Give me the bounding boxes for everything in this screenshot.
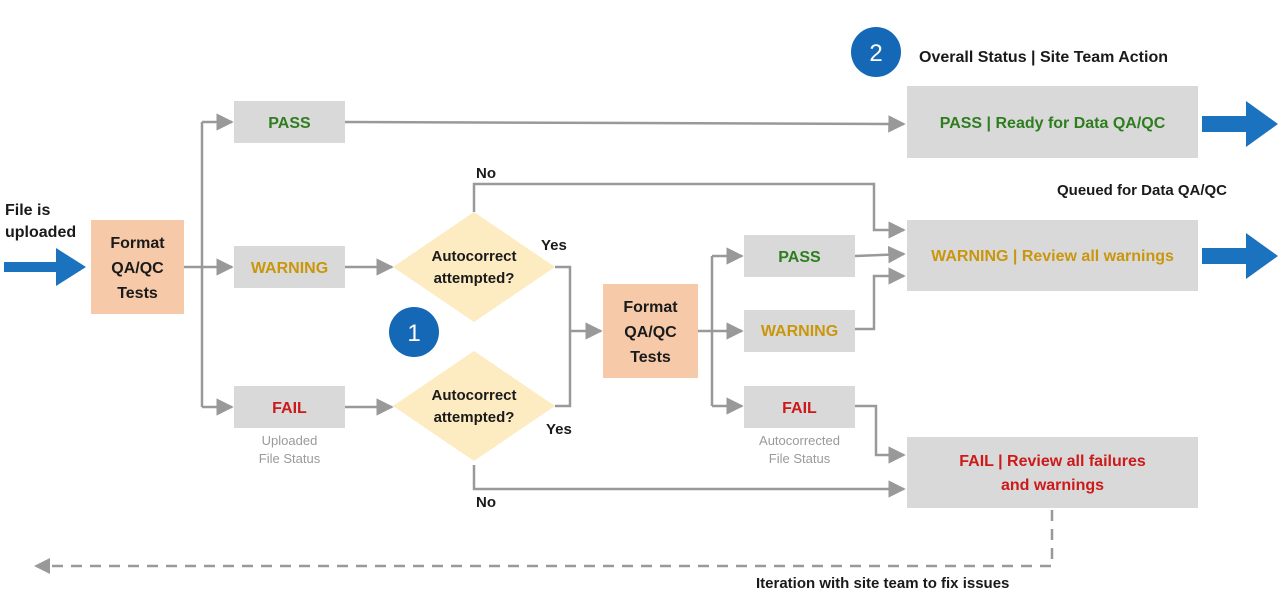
uploaded-caption-line2: File Status bbox=[259, 451, 321, 466]
decision-top-line1: Autocorrect bbox=[431, 248, 516, 265]
tests1-line3: Tests bbox=[117, 285, 158, 302]
connector-top-no bbox=[472, 182, 906, 239]
connector-auto-fail-to-fail bbox=[855, 404, 906, 464]
decision-bottom-line1: Autocorrect bbox=[431, 387, 516, 404]
auto-caption-line2: File Status bbox=[769, 451, 831, 466]
step-badge-2: 2 bbox=[851, 27, 901, 77]
iteration-label: Iteration with site team to fix issues bbox=[756, 575, 1009, 592]
step-badge-1: 1 bbox=[389, 307, 439, 357]
outcome-warning-box: WARNING | Review all warnings bbox=[907, 220, 1198, 291]
outcome-fail-action-line2: and warnings bbox=[1001, 477, 1104, 494]
start-label-line2: uploaded bbox=[5, 224, 76, 241]
uploaded-fail-label: FAIL bbox=[272, 400, 307, 417]
uploaded-fail-box: FAIL bbox=[234, 386, 345, 428]
auto-caption-line1: Autocorrected bbox=[759, 433, 840, 448]
outcome-pass-separator: | bbox=[987, 115, 991, 132]
auto-pass-label: PASS bbox=[778, 249, 821, 266]
start-arrow bbox=[4, 248, 86, 286]
outcome-warning-status: WARNING bbox=[931, 248, 1008, 265]
tests2-line2: QA/QC bbox=[624, 324, 677, 341]
queued-label: Queued for Data QA/QC bbox=[1057, 182, 1227, 199]
uploaded-warning-box: WARNING bbox=[234, 246, 345, 288]
outcome-pass-arrow bbox=[1202, 101, 1278, 147]
auto-warning-box: WARNING bbox=[744, 310, 855, 352]
outcome-pass-box: PASS | Ready for Data QA/QC bbox=[907, 86, 1198, 158]
decision-bottom-no-label: No bbox=[476, 494, 496, 511]
outcome-fail-separator: | bbox=[998, 453, 1002, 470]
tests-box-2: Format QA/QC Tests bbox=[603, 284, 698, 378]
outcome-fail-status: FAIL bbox=[959, 453, 994, 470]
outcome-pass-status: PASS bbox=[940, 115, 983, 132]
tests-box-1: Format QA/QC Tests bbox=[91, 220, 184, 314]
connector-auto-warning-to-warning bbox=[855, 267, 906, 331]
tests2-line3: Tests bbox=[630, 349, 671, 366]
auto-pass-box: PASS bbox=[744, 235, 855, 277]
auto-fail-box: FAIL bbox=[744, 386, 855, 428]
outcome-warning-action: Review all warnings bbox=[1022, 248, 1174, 265]
uploaded-pass-box: PASS bbox=[234, 101, 345, 143]
connectors bbox=[34, 113, 1054, 574]
decision-top: Autocorrect attempted? bbox=[393, 212, 555, 322]
outcome-warning-text: WARNING | Review all warnings bbox=[931, 248, 1174, 265]
decision-top-no-label: No bbox=[476, 165, 496, 182]
outcome-warning-arrow bbox=[1202, 233, 1278, 279]
connector-pass-to-outcome bbox=[344, 115, 906, 133]
connector-top-yes bbox=[555, 265, 572, 408]
auto-fail-label: FAIL bbox=[782, 400, 817, 417]
uploaded-caption-line1: Uploaded bbox=[262, 433, 318, 448]
connector-bottom-no bbox=[472, 465, 906, 498]
decision-bottom-line2: attempted? bbox=[434, 409, 515, 426]
step-badge-1-label: 1 bbox=[407, 320, 420, 347]
outcome-fail-text: FAIL | Review all failures bbox=[959, 453, 1146, 470]
outcome-fail-action-line1: Review all failures bbox=[1007, 453, 1146, 470]
overall-status-header: Overall Status | Site Team Action bbox=[919, 49, 1168, 66]
tests1-line2: QA/QC bbox=[111, 260, 164, 277]
iteration-loop-arrowhead bbox=[34, 558, 50, 574]
decision-top-yes-label: Yes bbox=[541, 237, 567, 254]
step-badge-2-label: 2 bbox=[869, 40, 882, 67]
decision-top-line2: attempted? bbox=[434, 270, 515, 287]
uploaded-warning-label: WARNING bbox=[251, 260, 328, 277]
connector-auto-pass-to-warning bbox=[854, 245, 906, 264]
uploaded-pass-label: PASS bbox=[268, 115, 311, 132]
auto-warning-label: WARNING bbox=[761, 323, 838, 340]
start-label-line1: File is bbox=[5, 202, 50, 219]
tests1-line1: Format bbox=[110, 235, 165, 252]
outcome-warning-separator: | bbox=[1013, 248, 1017, 265]
tests2-line1: Format bbox=[623, 299, 678, 316]
outcome-fail-box: FAIL | Review all failures and warnings bbox=[907, 437, 1198, 508]
outcome-pass-text: PASS | Ready for Data QA/QC bbox=[940, 115, 1166, 132]
decision-bottom: Autocorrect attempted? bbox=[393, 351, 555, 461]
decision-bottom-yes-label: Yes bbox=[546, 421, 572, 438]
outcome-pass-action: Ready for Data QA/QC bbox=[995, 115, 1165, 132]
iteration-loop-line bbox=[44, 510, 1054, 568]
